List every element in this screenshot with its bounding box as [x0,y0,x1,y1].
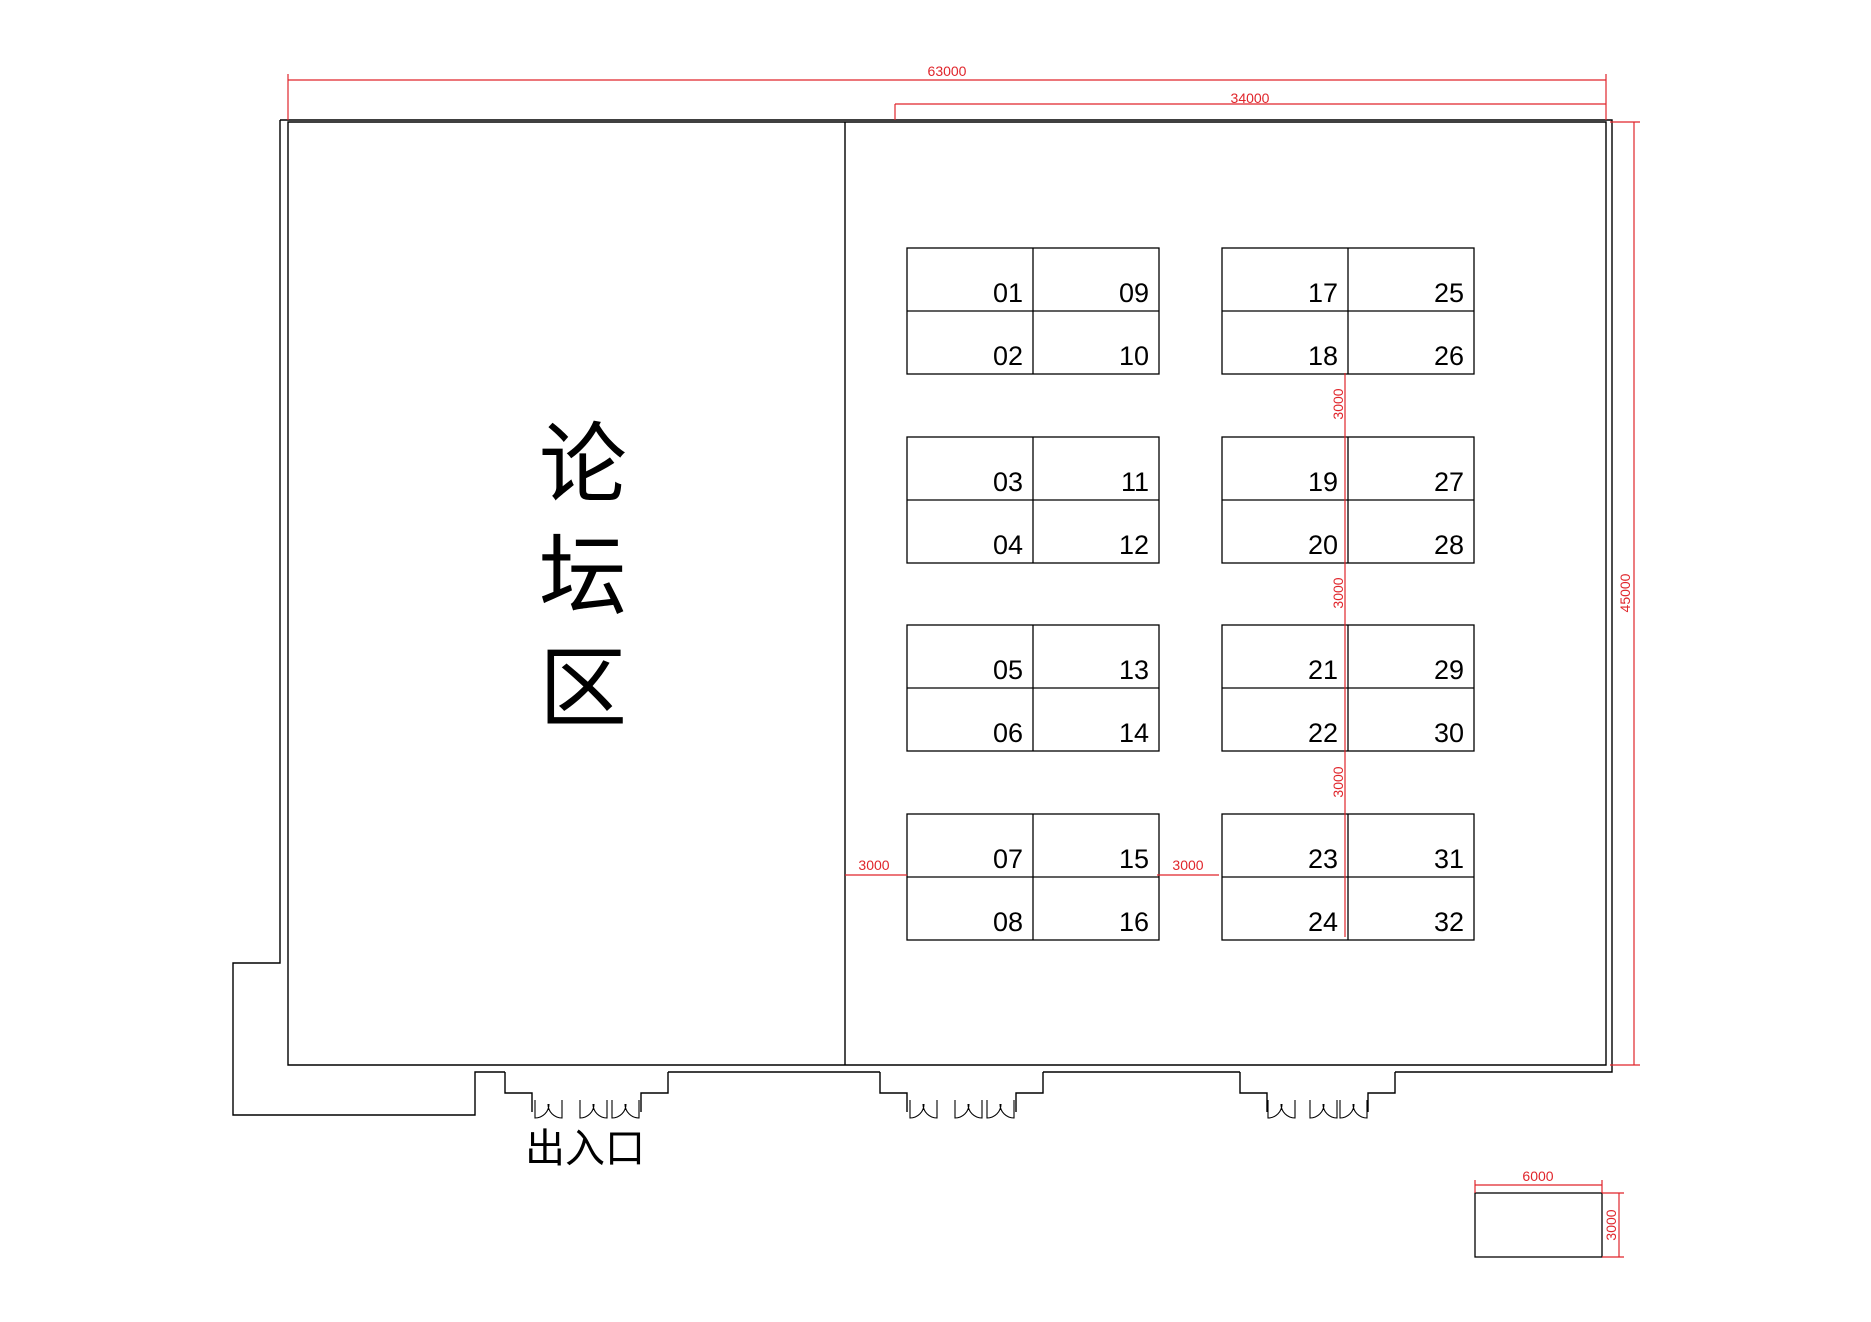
booth-number: 06 [993,718,1023,748]
booth-number: 07 [993,844,1023,874]
booth-block: 17 25 18 26 [1221,247,1475,375]
booth-number: 24 [1308,907,1338,937]
booth-block: 03 11 04 12 [906,436,1160,564]
booth-number: 26 [1434,341,1464,371]
booth-number: 04 [993,530,1023,560]
booth-number: 05 [993,655,1023,685]
dim-row-gap-3-label: 3000 [1330,766,1346,797]
booth-block: 21 29 22 30 [1221,624,1475,752]
forum-label-char: 论 [539,413,627,516]
inner-wall [287,121,1607,1066]
booth-number: 27 [1434,467,1464,497]
legend-height-label: 3000 [1603,1209,1619,1240]
booth-number: 03 [993,467,1023,497]
entrance-3 [1239,1072,1396,1119]
legend-width-label: 6000 [1522,1168,1553,1184]
booth-number: 29 [1434,655,1464,685]
booth-number: 14 [1119,718,1149,748]
booth-number: 11 [1121,467,1149,497]
dim-total-width-label: 63000 [928,63,967,79]
booth-block: 05 13 06 14 [906,624,1160,752]
booth-block: 07 15 08 16 [906,813,1160,941]
booth-number: 09 [1119,278,1149,308]
booth-number: 22 [1308,718,1338,748]
booth-number: 10 [1119,341,1149,371]
booth-number: 20 [1308,530,1338,560]
booth-number: 30 [1434,718,1464,748]
entrance-1 [504,1072,669,1119]
booth-number: 19 [1308,467,1338,497]
building-walls [232,119,1613,1116]
booth-grid: 01 09 02 10 03 11 04 12 05 13 06 14 07 15 08 16 17 25 18 26… [906,247,1475,941]
booth-number: 15 [1119,844,1149,874]
dim-row-gap-1-label: 3000 [1330,388,1346,419]
booth-number: 32 [1434,907,1464,937]
booth-number: 17 [1308,278,1338,308]
booth-number: 01 [993,278,1023,308]
booth-number: 12 [1119,530,1149,560]
dim-row-gaps: 3000 3000 3000 [1330,373,1346,937]
dim-aisle-left-label: 3000 [858,857,889,873]
dim-booth-width-label: 34000 [1231,90,1270,106]
booth-number: 13 [1119,655,1149,685]
dim-row-gap-2-label: 3000 [1330,577,1346,608]
dim-total-height-label: 45000 [1617,573,1633,612]
booth-number: 25 [1434,278,1464,308]
exit-label: 出入口 [525,1126,645,1172]
dim-aisle-middle: 3000 [1157,857,1219,876]
booth-number: 28 [1434,530,1464,560]
booth-block: 23 31 24 32 [1221,813,1475,941]
dim-total-width: 63000 [287,63,1607,120]
forum-label-char: 区 [539,637,627,740]
booth-number: 18 [1308,341,1338,371]
booth-number: 08 [993,907,1023,937]
legend-booth: 6000 3000 [1474,1168,1624,1258]
booth-number: 02 [993,341,1023,371]
booth-number: 23 [1308,844,1338,874]
outer-wall [232,119,1613,1116]
entrance-2 [879,1072,1044,1119]
dim-aisle-middle-label: 3000 [1172,857,1203,873]
forum-label-char: 坛 [539,525,627,628]
booth-number: 31 [1434,844,1464,874]
booth-block: 01 09 02 10 [906,247,1160,375]
booth-block: 19 27 20 28 [1221,436,1475,564]
dim-aisle-left: 3000 [845,857,907,876]
forum-zone-label: 论坛区 [539,413,627,740]
dim-total-height: 45000 [1610,121,1640,1066]
booth-number: 16 [1119,907,1149,937]
booth-number: 21 [1308,655,1338,685]
legend-booth-rect [1474,1192,1603,1258]
dim-booth-width: 34000 [894,90,1606,120]
